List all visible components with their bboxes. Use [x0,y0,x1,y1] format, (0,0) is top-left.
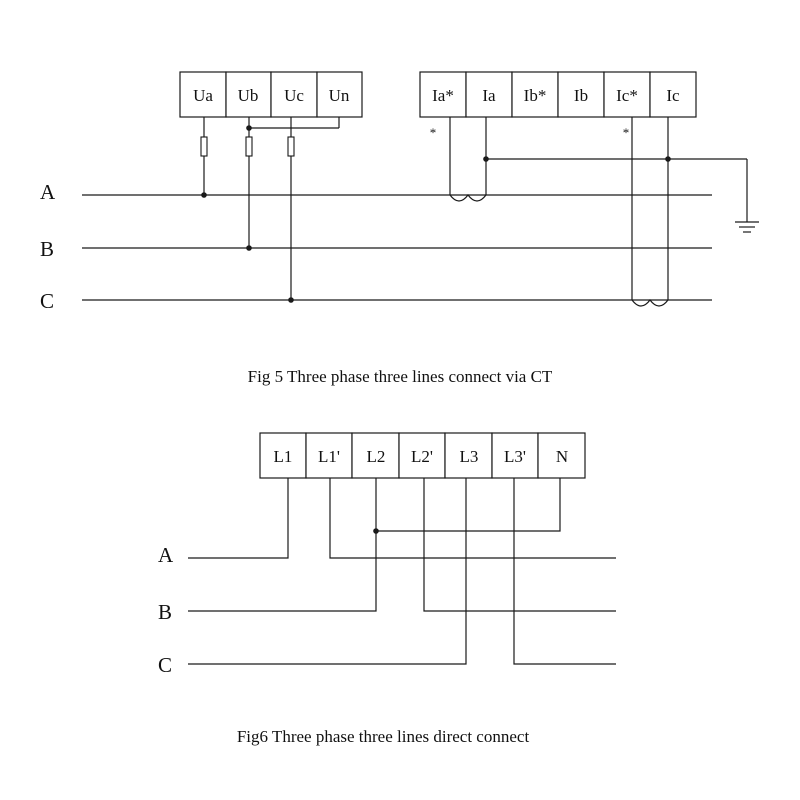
fig6-phase-c-label: C [158,653,172,677]
terminal-ib-star-label: Ib* [524,86,547,105]
terminal-ib-box [557,71,605,118]
terminal-l2-box [351,432,400,479]
terminal-l2-prime-box [398,432,446,479]
terminal-ic-label: Ic [666,86,680,105]
terminal-l2-prime-label: L2' [411,447,433,466]
junction-dot [665,156,671,162]
terminal-uc-box [270,71,318,118]
terminal-l3-label: L3 [460,447,479,466]
junction-dot [201,192,207,198]
terminal-l3-box [444,432,493,479]
terminal-ub-box [225,71,272,118]
fig5-current-terminal-block: Ia* Ia Ib* Ib Ic* Ic [419,71,697,118]
junction-dot [373,528,379,534]
polarity-mark-c: * [623,125,630,140]
fig6-wiring [188,478,616,665]
fuse-uc-icon [287,136,295,157]
terminal-ia-box [465,71,513,118]
terminal-l1-prime-box [305,432,353,479]
fig6-phase-b-label: B [158,600,172,624]
terminal-ua-label: Ua [193,86,213,105]
fig6-phase-a-in-wire [188,478,289,559]
ct-coil-a-icon [449,194,487,202]
fig6-diagram: L1 L1' L2 L2' L3 L3' N A B C Fig6 Three … [158,432,616,746]
fig6-phase-b-out-wire [423,478,616,612]
fig5-caption: Fig 5 Three phase three lines connect vi… [248,367,553,386]
terminal-uc-label: Uc [284,86,304,105]
terminal-ib-label: Ib [574,86,588,105]
terminal-ia-label: Ia [482,86,496,105]
junction-dot [246,125,252,131]
terminal-un-box [316,71,363,118]
terminal-un-label: Un [329,86,350,105]
fig5-voltage-wiring [200,117,340,303]
fig5-diagram: Ua Ub Uc Un Ia* Ia Ib* Ib Ic* Ic * * A [40,71,759,386]
fig6-terminal-block: L1 L1' L2 L2' L3 L3' N [259,432,586,479]
terminal-l2-label: L2 [367,447,386,466]
junction-dot [288,297,294,303]
fig5-phase-a-label: A [40,180,56,204]
fig6-phase-c-in-wire [188,478,467,665]
terminal-ib-star-box [511,71,559,118]
fig5-current-wiring [449,117,759,307]
ground-icon [735,221,759,233]
terminal-l3-prime-label: L3' [504,447,526,466]
fig6-caption: Fig6 Three phase three lines direct conn… [237,727,530,746]
fig5-phase-b-label: B [40,237,54,261]
fuse-ub-icon [245,136,253,157]
terminal-l1-prime-label: L1' [318,447,340,466]
terminal-ic-star-box [603,71,651,118]
junction-dot [246,245,252,251]
polarity-mark-a: * [430,125,437,140]
ct-coil-c-icon [631,299,669,307]
terminal-l3-prime-box [491,432,539,479]
terminal-ia-star-box [419,71,467,118]
terminal-ia-star-label: Ia* [432,86,454,105]
fig6-phase-a-label: A [158,543,174,567]
terminal-ub-label: Ub [238,86,259,105]
terminal-n-label: N [556,447,568,466]
fig5-voltage-terminal-block: Ua Ub Uc Un [179,71,363,118]
fig6-phase-c-out-wire [513,478,616,665]
terminal-ua-box [179,71,227,118]
terminal-n-box [537,432,586,479]
terminal-l1-box [259,432,307,479]
terminal-ic-box [649,71,697,118]
fig6-phase-a-out-wire [329,478,616,559]
fig6-neutral-wire [376,478,561,532]
terminal-ic-star-label: Ic* [616,86,638,105]
fig6-phase-b-in-wire [188,478,377,612]
fuse-ua-icon [200,136,208,157]
fig5-phase-c-label: C [40,289,54,313]
terminal-l1-label: L1 [274,447,293,466]
